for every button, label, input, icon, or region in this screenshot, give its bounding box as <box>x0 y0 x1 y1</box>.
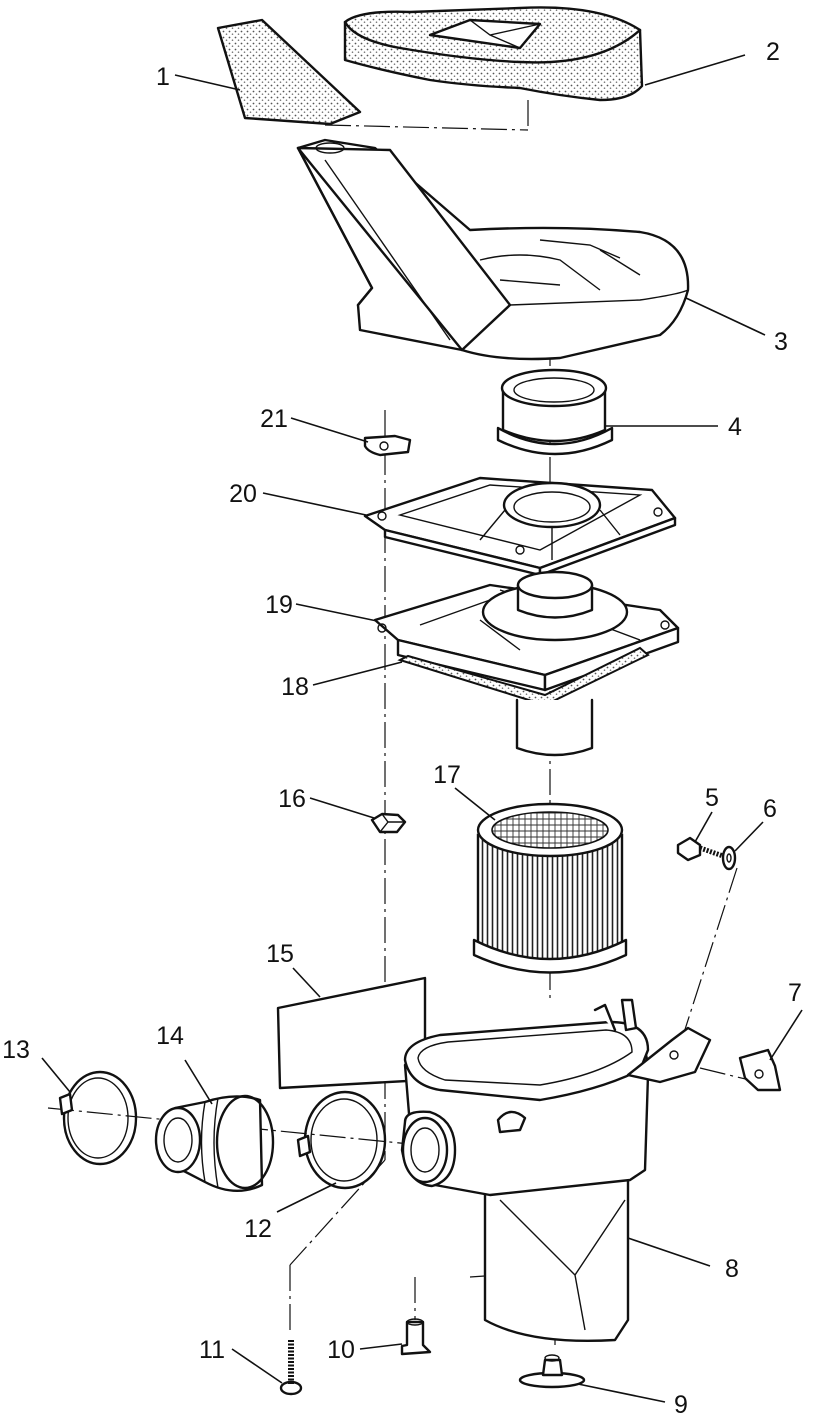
part-17-filter-element <box>472 802 628 974</box>
callout-2: 2 <box>766 38 780 66</box>
callout-14: 14 <box>156 1022 184 1050</box>
callout-6: 6 <box>763 795 777 823</box>
callout-19: 19 <box>265 591 293 619</box>
part-13-clamp <box>58 1070 138 1166</box>
part-1-foam-pad <box>216 18 362 126</box>
part-15-decal <box>276 976 427 1090</box>
part-2-foam-seal <box>343 6 644 102</box>
part-21-clip <box>363 434 412 457</box>
callout-13: 13 <box>2 1036 30 1064</box>
part-18-gasket <box>397 646 650 757</box>
part-12-clamp <box>296 1090 387 1190</box>
part-6-washer <box>721 845 737 871</box>
leader-lines <box>41 54 803 1403</box>
callout-18: 18 <box>281 673 309 701</box>
part-5-bolt <box>676 836 727 862</box>
callout-12: 12 <box>244 1215 272 1243</box>
part-7-bracket-clip <box>738 1048 782 1092</box>
part-10-plug <box>400 1318 432 1356</box>
callout-20: 20 <box>229 480 257 508</box>
part-20-cover-plate <box>363 476 677 577</box>
callout-8: 8 <box>725 1255 739 1283</box>
part-8-airbox <box>400 998 712 1343</box>
part-16-nut <box>370 812 407 834</box>
part-4-coupler <box>496 368 614 456</box>
part-3-intake-duct <box>296 138 690 361</box>
callout-3: 3 <box>774 328 788 356</box>
callout-15: 15 <box>266 940 294 968</box>
callout-10: 10 <box>327 1336 355 1364</box>
callout-1: 1 <box>156 63 170 91</box>
callout-7: 7 <box>788 979 802 1007</box>
callout-17: 17 <box>433 761 461 789</box>
part-19-filter-cover <box>373 570 680 692</box>
part-14-boot <box>154 1094 275 1192</box>
callout-9: 9 <box>674 1391 688 1414</box>
callout-4: 4 <box>728 413 742 441</box>
callout-16: 16 <box>278 785 306 813</box>
callout-21: 21 <box>260 405 288 433</box>
callout-labels: 1 2 3 4 5 6 7 8 9 10 11 12 13 14 15 16 1… <box>2 38 802 1414</box>
part-9-valve <box>518 1354 586 1389</box>
part-11-screw <box>279 1340 303 1396</box>
callout-11: 11 <box>199 1336 225 1364</box>
callout-5: 5 <box>705 784 719 812</box>
